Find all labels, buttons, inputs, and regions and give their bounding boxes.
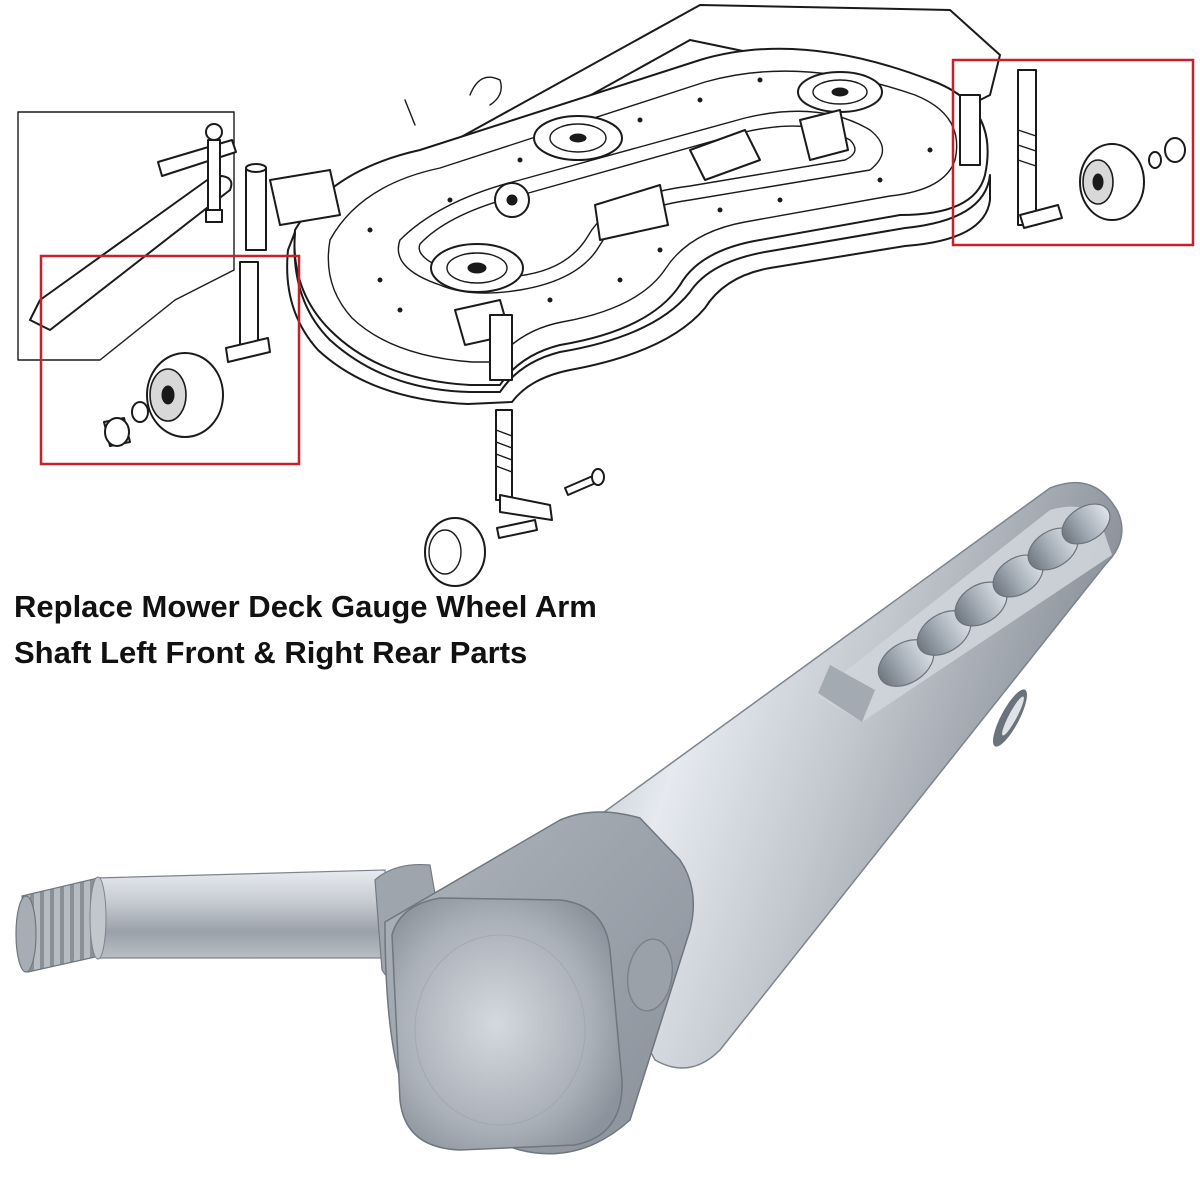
front-gauge-wheel-exploded	[424, 409, 605, 587]
adjustment-holes	[877, 503, 1111, 687]
gauge-wheel-arm-shaft-render	[15, 481, 1123, 1155]
product-caption: Replace Mower Deck Gauge Wheel Arm Shaft…	[14, 584, 734, 676]
mower-deck-diagram	[245, 4, 1001, 405]
left-front-gauge-wheel	[103, 352, 224, 447]
caption-line-1: Replace Mower Deck Gauge Wheel Arm	[14, 589, 597, 624]
right-rear-gauge-wheel	[1017, 69, 1186, 229]
side-bore	[626, 938, 674, 1012]
arm-end-cap	[391, 897, 623, 1151]
caption-line-2: Shaft Left Front & Right Rear Parts	[14, 635, 528, 670]
right-rear-highlight-box	[951, 58, 1195, 247]
left-front-highlight-box	[39, 254, 301, 466]
left-detail-inset	[17, 111, 271, 363]
